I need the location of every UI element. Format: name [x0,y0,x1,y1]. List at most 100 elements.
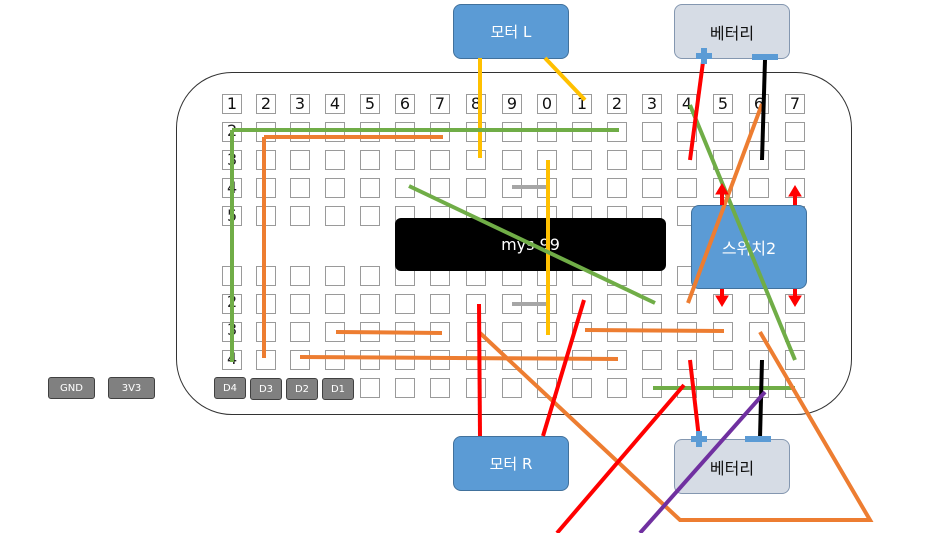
breadboard-hole[interactable] [713,178,733,198]
column-label-cell[interactable]: 4 [325,94,345,114]
breadboard-hole[interactable] [785,322,805,342]
breadboard-hole[interactable] [360,294,380,314]
microcontroller-chip[interactable]: mys 99 [395,218,666,271]
breadboard-hole[interactable] [256,178,276,198]
breadboard-hole[interactable] [395,350,415,370]
breadboard-hole[interactable] [360,150,380,170]
breadboard-hole[interactable] [430,378,450,398]
breadboard-hole[interactable] [466,178,486,198]
breadboard-hole[interactable] [642,322,662,342]
breadboard-hole[interactable] [713,122,733,142]
column-label-cell[interactable]: 3 [290,94,310,114]
breadboard-hole[interactable] [785,122,805,142]
breadboard-hole[interactable] [642,350,662,370]
d3-button[interactable]: D3 [250,378,282,400]
breadboard-hole[interactable] [222,266,242,286]
battery-bottom[interactable]: 베터리 [674,439,790,494]
breadboard-hole[interactable] [256,206,276,226]
breadboard-hole[interactable] [642,122,662,142]
breadboard-hole[interactable] [502,294,522,314]
breadboard-hole[interactable] [749,178,769,198]
breadboard-hole[interactable] [572,322,592,342]
breadboard-hole[interactable] [395,322,415,342]
breadboard-hole[interactable] [572,178,592,198]
breadboard-hole[interactable] [607,350,627,370]
breadboard-hole[interactable] [256,266,276,286]
breadboard-hole[interactable] [607,178,627,198]
breadboard-hole[interactable] [785,178,805,198]
breadboard-hole[interactable] [677,378,697,398]
breadboard-hole[interactable] [537,122,557,142]
breadboard-hole[interactable] [572,122,592,142]
breadboard-hole[interactable] [607,378,627,398]
motor-left[interactable]: 모터 L [453,4,569,59]
breadboard-hole[interactable] [256,350,276,370]
breadboard-hole[interactable] [642,378,662,398]
column-label-cell[interactable]: 3 [642,94,662,114]
breadboard-hole[interactable] [642,294,662,314]
breadboard-hole[interactable] [466,350,486,370]
breadboard-hole[interactable] [360,378,380,398]
breadboard-hole[interactable] [502,150,522,170]
breadboard-hole[interactable] [466,150,486,170]
breadboard-hole[interactable] [360,266,380,286]
breadboard-hole[interactable] [502,350,522,370]
breadboard-hole[interactable] [395,150,415,170]
breadboard-hole[interactable] [395,378,415,398]
column-label-cell[interactable]: 5 [713,94,733,114]
breadboard-hole[interactable] [677,322,697,342]
breadboard-hole[interactable] [395,122,415,142]
breadboard-hole[interactable] [290,294,310,314]
column-label-cell[interactable]: 2 [607,94,627,114]
breadboard-hole[interactable] [290,266,310,286]
breadboard-hole[interactable] [290,206,310,226]
breadboard-hole[interactable] [537,294,557,314]
breadboard-hole[interactable] [466,378,486,398]
breadboard-hole[interactable] [572,150,592,170]
breadboard-hole[interactable] [607,294,627,314]
breadboard-hole[interactable] [642,150,662,170]
breadboard-hole[interactable] [749,322,769,342]
column-label-cell[interactable]: 1 [222,94,242,114]
column-label-cell[interactable]: 0 [537,94,557,114]
breadboard-hole[interactable] [677,150,697,170]
column-label-cell[interactable]: 6 [749,94,769,114]
breadboard-hole[interactable] [607,122,627,142]
breadboard-hole[interactable] [256,122,276,142]
breadboard-hole[interactable] [572,378,592,398]
breadboard-hole[interactable] [677,178,697,198]
breadboard-hole[interactable] [395,178,415,198]
breadboard-hole[interactable] [290,150,310,170]
breadboard-hole[interactable] [430,178,450,198]
breadboard-hole[interactable] [325,350,345,370]
breadboard-hole[interactable] [256,150,276,170]
breadboard-hole[interactable] [785,150,805,170]
breadboard-hole[interactable] [713,322,733,342]
column-label-cell[interactable]: 9 [502,94,522,114]
breadboard-hole[interactable] [537,322,557,342]
breadboard-hole[interactable] [713,378,733,398]
d1-button[interactable]: D1 [322,378,354,400]
breadboard-hole[interactable] [502,122,522,142]
breadboard-hole[interactable] [360,122,380,142]
breadboard-hole[interactable] [430,322,450,342]
breadboard-hole[interactable] [537,350,557,370]
breadboard-hole[interactable] [607,322,627,342]
breadboard-hole[interactable] [325,122,345,142]
breadboard-hole[interactable] [466,294,486,314]
breadboard-hole[interactable] [290,122,310,142]
breadboard-hole[interactable] [572,350,592,370]
breadboard-hole[interactable] [325,178,345,198]
breadboard-hole[interactable] [360,206,380,226]
breadboard-hole[interactable] [537,378,557,398]
breadboard-hole[interactable] [325,206,345,226]
breadboard-hole[interactable] [466,122,486,142]
breadboard-hole[interactable] [325,322,345,342]
column-label-cell[interactable]: 5 [360,94,380,114]
breadboard-hole[interactable] [749,378,769,398]
gnd-button[interactable]: GND [48,377,95,399]
d4-button[interactable]: D4 [214,377,246,399]
breadboard-hole[interactable] [430,294,450,314]
breadboard-hole[interactable] [290,350,310,370]
breadboard-hole[interactable] [537,150,557,170]
